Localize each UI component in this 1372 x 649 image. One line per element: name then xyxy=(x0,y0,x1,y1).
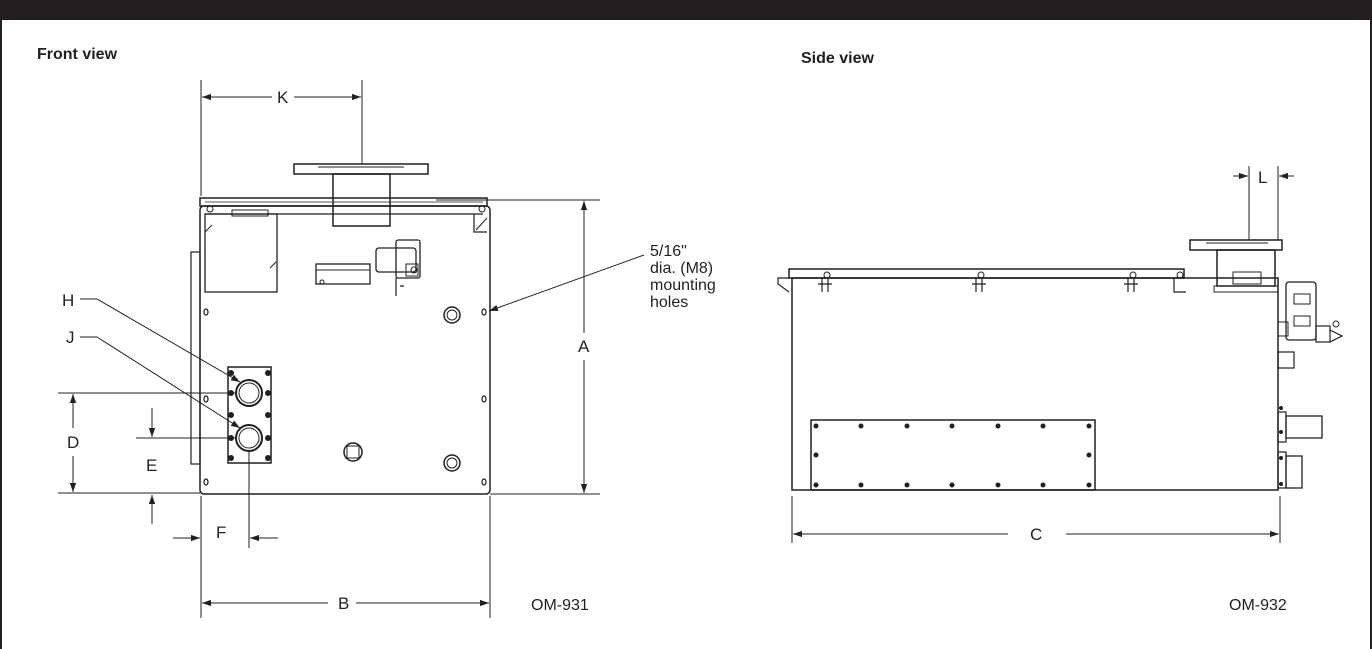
control-module xyxy=(315,263,371,285)
mounting-hole xyxy=(481,478,487,486)
front-view-title: Front view xyxy=(37,46,118,63)
side-drawing-code: OM-932 xyxy=(1229,597,1287,614)
mounting-hole xyxy=(203,395,209,403)
port-upper-right xyxy=(443,306,461,324)
dim-label-A: A xyxy=(578,337,590,356)
dim-label-B: B xyxy=(338,594,349,613)
connection-J xyxy=(235,424,263,452)
dim-label-K: K xyxy=(277,88,289,107)
side-dimensions: L C OM-932 xyxy=(791,166,1294,614)
side-body xyxy=(791,277,1279,491)
dim-label-C: C xyxy=(1030,525,1042,544)
side-gas-valve xyxy=(1285,281,1317,341)
mounting-hole xyxy=(203,478,209,486)
port-lower-right xyxy=(443,454,461,472)
dim-label-F: F xyxy=(216,523,226,542)
side-connection-H xyxy=(1285,415,1323,439)
mounting-hole xyxy=(481,395,487,403)
front-drawing-code: OM-931 xyxy=(531,597,589,614)
water-connection-flange xyxy=(227,366,272,464)
dim-label-H: H xyxy=(62,291,74,310)
side-connection-upper xyxy=(1277,351,1295,369)
callout-line-4: holes xyxy=(650,294,688,311)
front-view-drawing xyxy=(190,163,491,495)
header-bar xyxy=(0,0,1372,20)
front-dimensions: K A B D E F H J xyxy=(58,80,716,618)
side-view-drawing xyxy=(777,239,1344,491)
flue-collar xyxy=(332,173,391,227)
mounting-hole xyxy=(203,308,209,316)
callout-line-3: mounting xyxy=(650,277,716,294)
side-flue-collar xyxy=(1216,249,1276,287)
flue-flange-plate xyxy=(293,163,429,175)
dim-label-L: L xyxy=(1258,168,1267,187)
side-flue-flange xyxy=(1189,239,1283,251)
dim-label-E: E xyxy=(146,456,157,475)
side-top-lid xyxy=(788,268,1185,279)
side-view-title: Side view xyxy=(801,50,874,67)
control-box xyxy=(204,213,278,293)
dim-label-D: D xyxy=(67,433,79,452)
drain-fitting xyxy=(343,442,363,462)
side-plate xyxy=(190,251,201,465)
callout-line-2: dia. (M8) xyxy=(650,260,713,277)
connection-H xyxy=(235,379,263,407)
mounting-hole xyxy=(481,308,487,316)
callout-line-1: 5/16" xyxy=(650,243,687,260)
dim-label-J: J xyxy=(66,328,75,347)
access-panel xyxy=(810,419,1096,491)
side-connection-J xyxy=(1285,455,1303,489)
